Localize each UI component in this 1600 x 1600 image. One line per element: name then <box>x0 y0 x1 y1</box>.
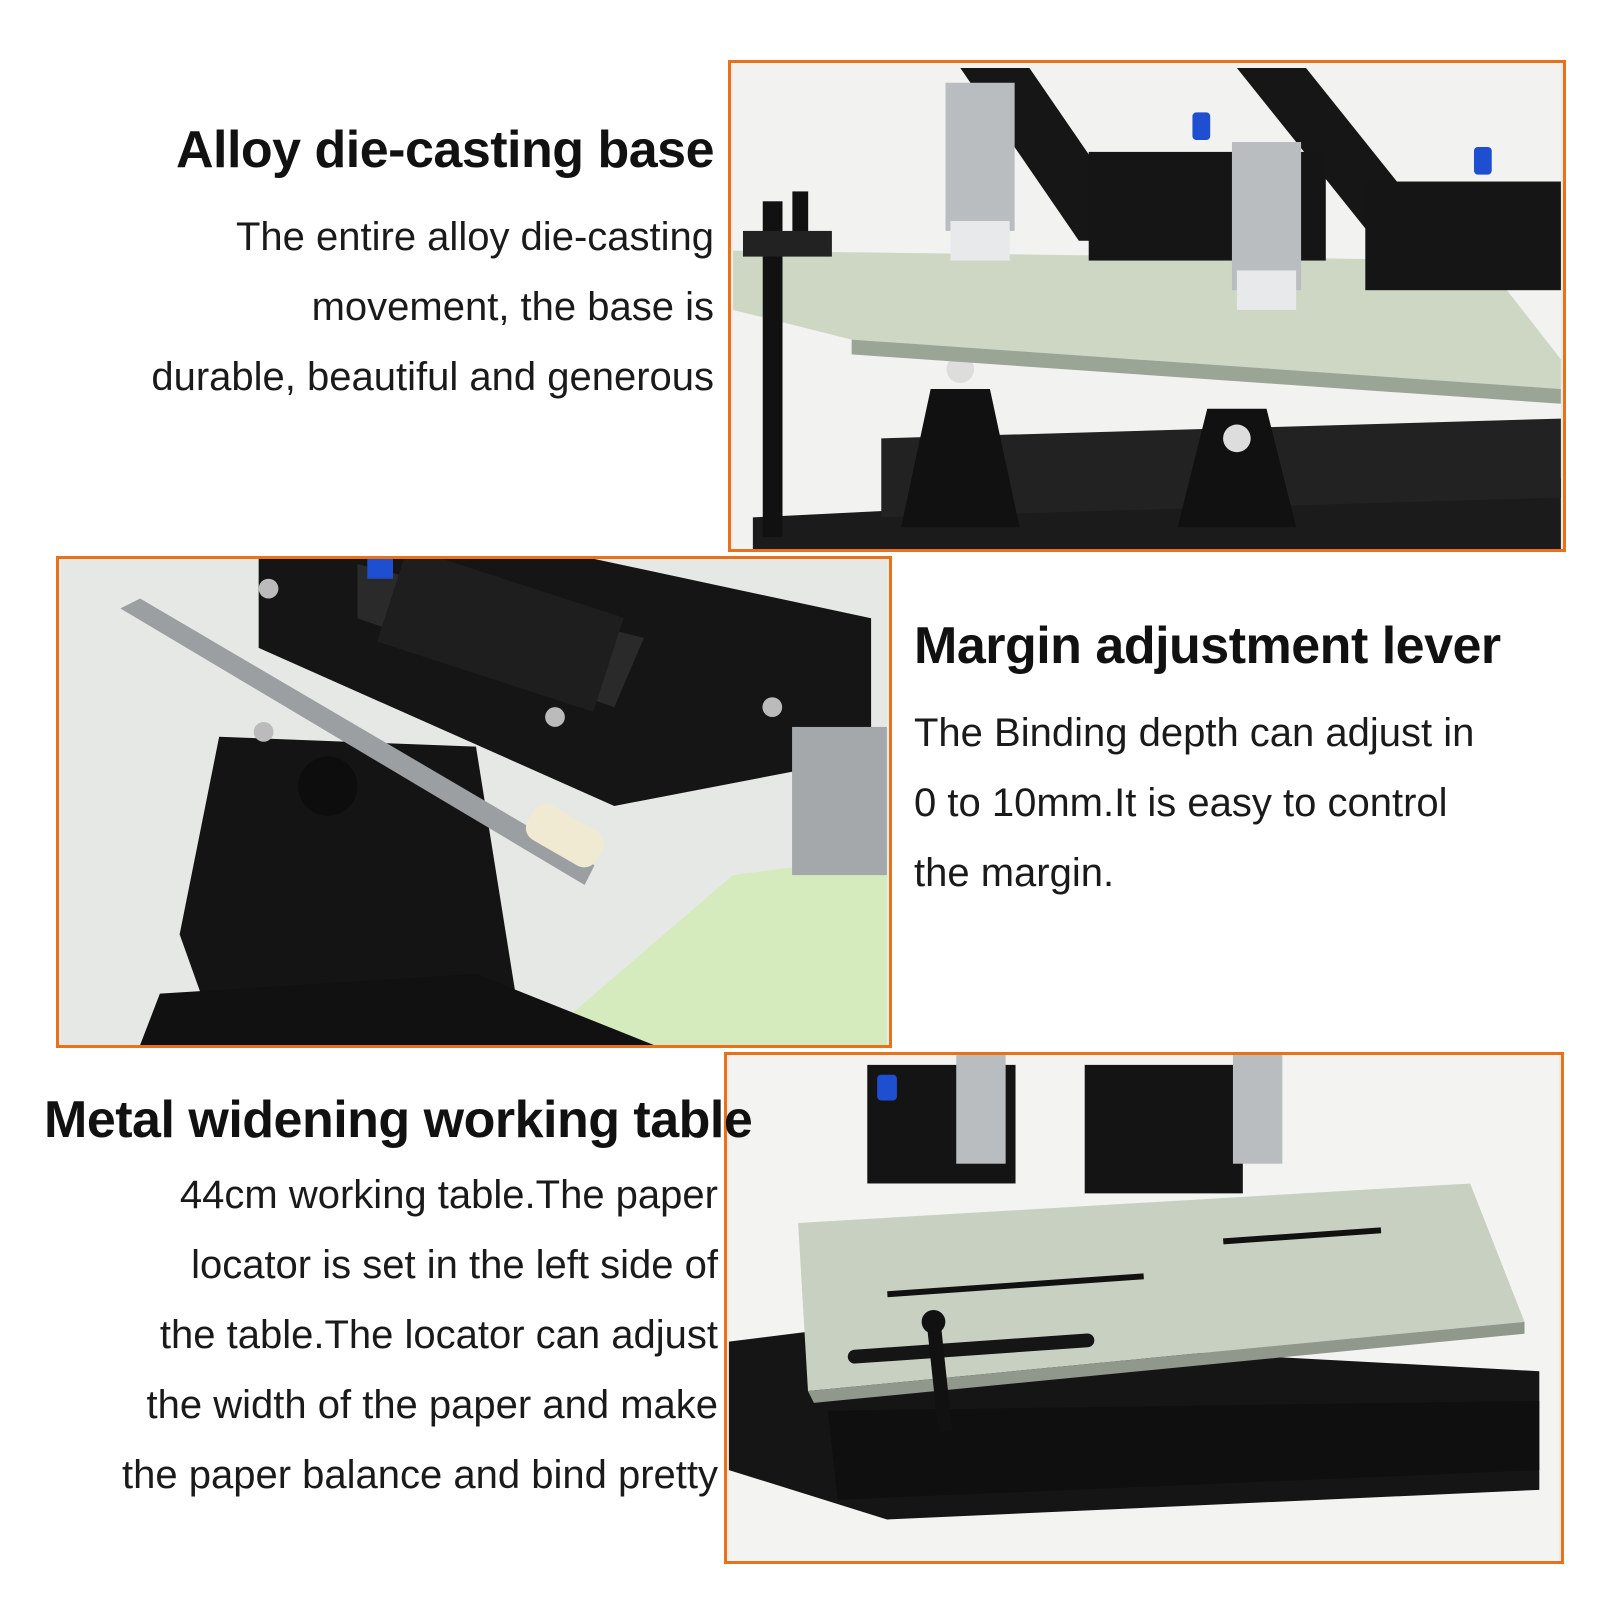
section-1-body: The entire alloy die-casting movement, t… <box>40 202 714 412</box>
photo-working-table <box>724 1052 1564 1564</box>
section-1-line-1: The entire alloy die-casting <box>235 215 714 259</box>
section-3-line-5: the paper balance and bind pretty <box>122 1453 718 1497</box>
section-2-body: The Binding depth can adjust in 0 to 10m… <box>914 698 1574 908</box>
section-3-body: 44cm working table.The paper locator is … <box>30 1160 718 1510</box>
section-1-line-2: movement, the base is <box>311 285 714 329</box>
adjustment-knob-icon <box>61 559 887 1045</box>
section-3-line-4: the width of the paper and make <box>146 1383 718 1427</box>
section-2-line-2: 0 to 10mm.It is easy to control <box>914 781 1448 825</box>
section-2-line-1: The Binding depth can adjust in <box>914 711 1475 755</box>
section-3-line-1: 44cm working table.The paper <box>179 1173 718 1217</box>
photo-alloy-base <box>728 60 1566 552</box>
section-3-line-2: locator is set in the left side of <box>191 1243 718 1287</box>
section-1-heading: Alloy die-casting base <box>175 121 715 179</box>
section-1-line-3: durable, beautiful and generous <box>151 355 714 399</box>
section-3-heading: Metal widening working table <box>44 1091 753 1149</box>
section-2-line-3: the margin. <box>914 851 1115 895</box>
section-3-line-3: the table.The locator can adjust <box>159 1313 718 1357</box>
photo-margin-lever <box>56 556 892 1048</box>
stapler-head-icon <box>733 63 1561 549</box>
section-2-heading: Margin adjustment lever <box>914 617 1501 675</box>
paper-locator-icon <box>728 1055 1560 1561</box>
